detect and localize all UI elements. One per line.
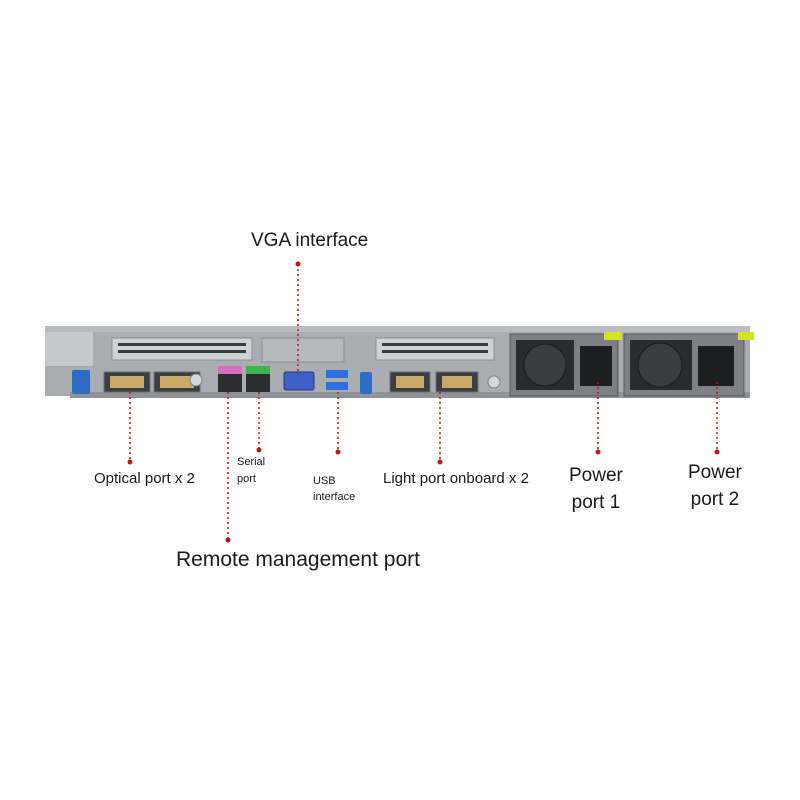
psu-2 bbox=[623, 332, 754, 397]
label-usb-interface: USB interface bbox=[313, 473, 355, 505]
label-power2-line2: port 2 bbox=[690, 489, 740, 510]
rj45-ports bbox=[218, 366, 270, 392]
psu-1 bbox=[509, 332, 622, 397]
label-power1-line2: port 1 bbox=[571, 492, 621, 513]
label-light-port-onboard: Light port onboard x 2 bbox=[383, 470, 529, 487]
label-serial-line1: Serial bbox=[237, 456, 266, 468]
handle-right bbox=[360, 372, 372, 394]
screw-right bbox=[487, 375, 501, 389]
handle-left bbox=[72, 370, 90, 394]
label-power1-line1: Power bbox=[569, 465, 623, 486]
usb-ports bbox=[326, 370, 348, 390]
label-power-port-2: Power port 2 bbox=[688, 459, 742, 513]
screw-left bbox=[189, 373, 203, 387]
label-serial-line2: port bbox=[237, 473, 256, 485]
center-bay bbox=[261, 337, 345, 363]
label-optical-port: Optical port x 2 bbox=[94, 470, 195, 487]
label-usb-line2: interface bbox=[313, 491, 356, 503]
leader-lines bbox=[129, 264, 718, 540]
label-power-port-1: Power port 1 bbox=[569, 462, 623, 516]
optical-ports bbox=[103, 371, 201, 393]
riser-grill-right bbox=[375, 337, 495, 361]
leader-dots bbox=[127, 261, 720, 543]
label-vga-interface: VGA interface bbox=[251, 230, 369, 251]
vga-port bbox=[283, 371, 315, 391]
label-remote-management-port: Remote management port bbox=[176, 548, 420, 571]
left-ear bbox=[45, 332, 93, 366]
label-power2-line1: Power bbox=[688, 462, 742, 483]
riser-grill-left bbox=[111, 337, 253, 361]
onboard-light-ports bbox=[389, 371, 479, 393]
label-usb-line1: USB bbox=[313, 475, 336, 487]
label-serial-port: Serial port bbox=[237, 454, 265, 488]
chassis-bottom-rail bbox=[70, 392, 750, 398]
